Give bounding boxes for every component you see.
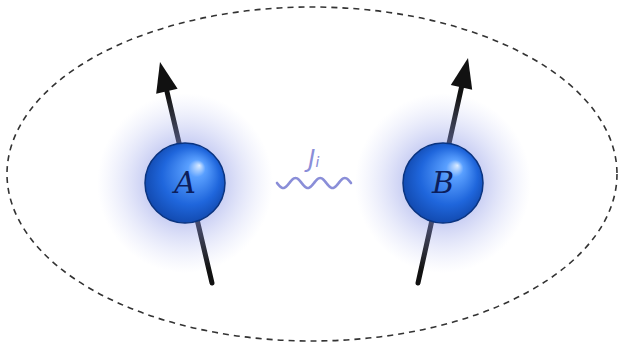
coupling-label: Jᵢ — [306, 147, 321, 171]
particle-label: A — [174, 168, 196, 198]
spin-particle: A — [95, 93, 275, 273]
particle-label: B — [432, 168, 454, 198]
coupling-wave — [277, 178, 351, 188]
system-boundary — [7, 7, 617, 341]
spin-particle: B — [353, 93, 533, 273]
